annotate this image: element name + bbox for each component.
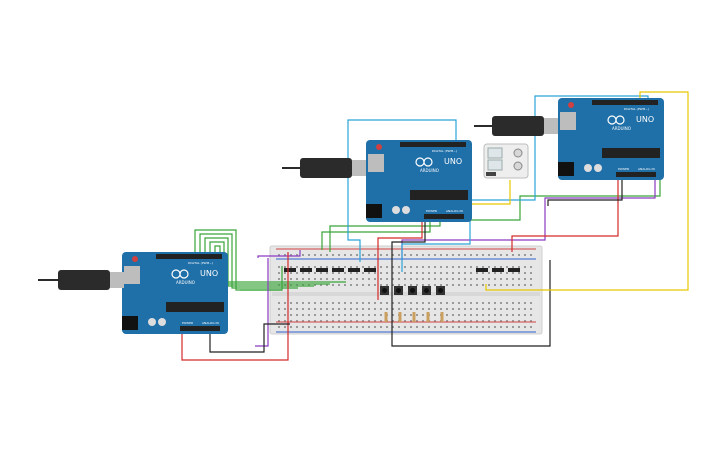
breadboard-chips[interactable]: [284, 268, 520, 272]
board-analog-label: ANALOG IN: [202, 321, 219, 325]
usb-port: [124, 266, 140, 284]
push-buttons[interactable]: [380, 286, 445, 295]
board-header-label: DIGITAL (PWM~): [188, 261, 213, 265]
arduino-board-middle[interactable]: UNO ARDUINO DIGITAL (PWM~) POWER ANALOG …: [366, 140, 472, 222]
board-analog-label: ANALOG IN: [446, 209, 463, 213]
board-label: UNO: [200, 269, 218, 278]
board-header-label: DIGITAL (PWM~): [432, 149, 457, 153]
board-analog-label: ANALOG IN: [638, 167, 655, 171]
power-jack: [558, 162, 574, 176]
board-label: UNO: [444, 157, 462, 166]
infinity-logo-icon: [415, 157, 433, 167]
resistors[interactable]: [384, 312, 444, 322]
usb-cable-middle[interactable]: [282, 158, 366, 178]
power-jack: [366, 204, 382, 218]
usb-port: [368, 154, 384, 172]
infinity-logo-icon: [171, 269, 189, 279]
usb-port: [560, 112, 576, 130]
board-label: UNO: [636, 115, 654, 124]
arduino-board-right[interactable]: UNO ARDUINO DIGITAL (PWM~) POWER ANALOG …: [558, 98, 664, 180]
board-power-label: POWER: [618, 167, 629, 171]
usb-cable-right[interactable]: [474, 116, 558, 136]
board-power-label: POWER: [182, 321, 193, 325]
board-brand: ARDUINO: [176, 280, 195, 285]
board-brand: ARDUINO: [420, 168, 439, 173]
wires[interactable]: [181, 91, 689, 361]
seven-segment-display[interactable]: [483, 143, 529, 179]
infinity-logo-icon: [607, 115, 625, 125]
board-brand: ARDUINO: [612, 126, 631, 131]
board-power-label: POWER: [426, 209, 437, 213]
usb-cable-left[interactable]: [38, 270, 124, 290]
power-jack: [122, 316, 138, 330]
arduino-board-left[interactable]: UNO ARDUINO DIGITAL (PWM~) POWER ANALOG …: [122, 252, 228, 334]
board-header-label: DIGITAL (PWM~): [624, 107, 649, 111]
